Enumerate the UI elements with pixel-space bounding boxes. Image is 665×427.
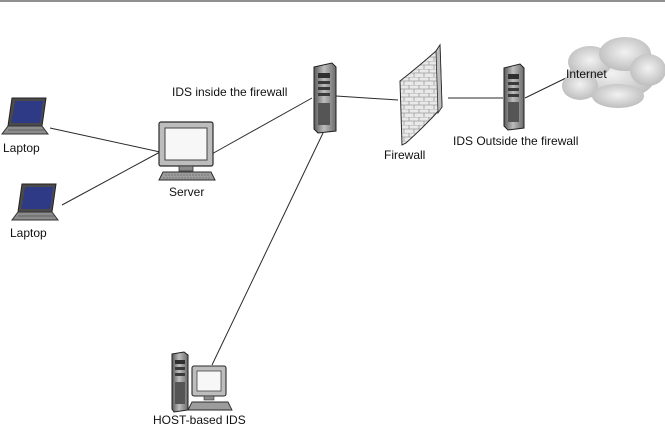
ids-outside-label: IDS Outside the firewall: [453, 134, 578, 148]
laptop-bottom[interactable]: [11, 183, 59, 221]
link-laptop-bottom-server: [61, 151, 161, 206]
laptop-icon: [1, 97, 49, 135]
ids-inside-node[interactable]: [313, 62, 337, 134]
laptop-bottom-label: Laptop: [10, 226, 47, 240]
ids-tower-icon: [503, 63, 525, 131]
link-ids-inside-firewall: [335, 95, 399, 101]
server-icon: [158, 121, 216, 181]
connections: [49, 77, 567, 366]
firewall-wall-icon: [399, 43, 443, 146]
ids-tower-icon: [313, 62, 337, 134]
cloud-icon: [562, 37, 665, 108]
host-ids-label: HOST-based IDS: [153, 413, 246, 427]
laptop-top[interactable]: [1, 97, 49, 135]
workstation-icon: [171, 351, 233, 413]
server-node[interactable]: [158, 121, 216, 181]
link-laptop-top-server: [49, 127, 161, 153]
laptop-icon: [11, 183, 59, 221]
firewall-label: Firewall: [384, 148, 425, 162]
firewall-node[interactable]: [399, 43, 443, 146]
ids-inside-label: IDS inside the firewall: [172, 85, 287, 99]
internet-label: Internet: [566, 67, 607, 81]
server-label: Server: [169, 185, 204, 199]
laptop-top-label: Laptop: [3, 141, 40, 155]
link-ids-inside-host: [211, 132, 324, 366]
link-ids-outside-internet: [524, 77, 567, 99]
link-server-ids-inside: [209, 97, 313, 156]
ids-outside-node[interactable]: [503, 63, 525, 131]
internet-node[interactable]: [562, 37, 665, 108]
host-ids-node[interactable]: [171, 351, 233, 413]
